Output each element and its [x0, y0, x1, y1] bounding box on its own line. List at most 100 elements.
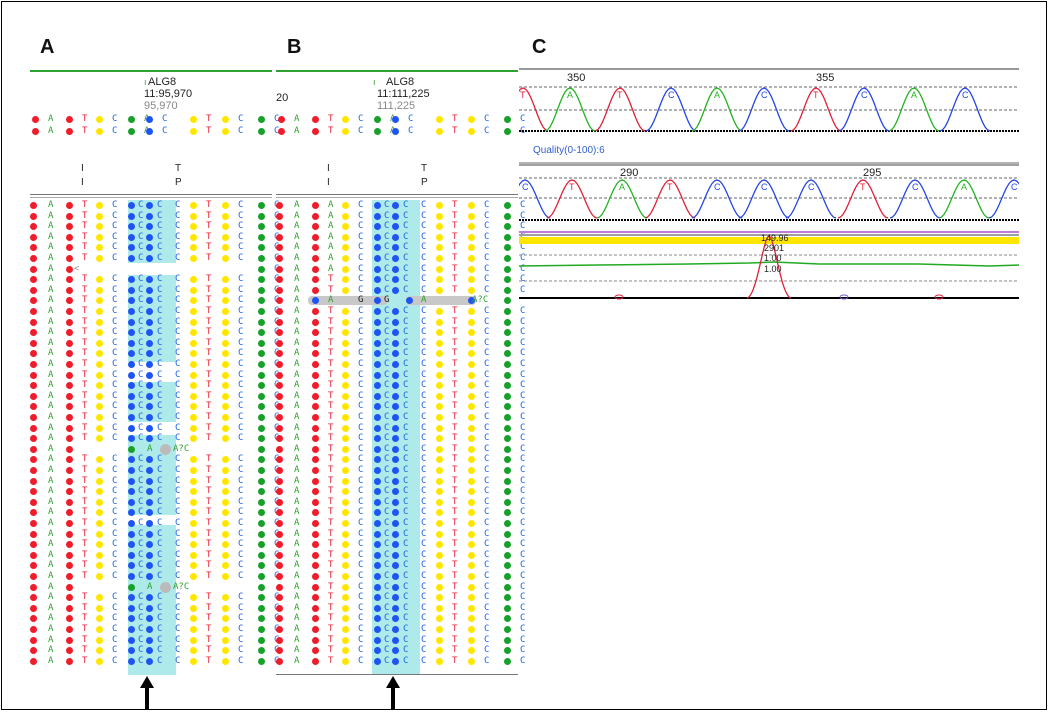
- genomic-position: 11:95,970: [144, 88, 193, 100]
- read-dot: [258, 594, 265, 602]
- read-base: C: [138, 200, 144, 210]
- read-dot: [222, 202, 229, 209]
- read-base: T: [82, 560, 88, 571]
- read-base: A: [294, 443, 300, 454]
- read-dot: [96, 467, 103, 474]
- read-base: T: [206, 507, 212, 518]
- read-base: A: [48, 602, 54, 613]
- read-base: C: [384, 422, 390, 433]
- read-dot: [128, 498, 135, 506]
- read-base: A: [294, 316, 300, 327]
- read-dot: [312, 477, 319, 485]
- read-dot: [436, 615, 443, 623]
- read-dot: [258, 467, 265, 474]
- read-dot: [30, 350, 37, 358]
- read-base: T: [206, 369, 212, 380]
- read-base: C: [138, 624, 144, 634]
- read-dot: [436, 202, 443, 209]
- read-dot: [312, 286, 319, 294]
- read-base: C: [238, 433, 244, 444]
- read-dot: [342, 435, 349, 443]
- read-dot: [30, 276, 37, 284]
- read-base: T: [82, 412, 88, 422]
- read-base: C: [157, 348, 163, 359]
- read-dot: [222, 615, 229, 623]
- read-base: C: [484, 359, 490, 369]
- read-base: T: [328, 443, 334, 454]
- read-dot: [190, 594, 197, 602]
- read-dot: [436, 488, 443, 496]
- read-base: C: [175, 284, 181, 295]
- read-base: C: [112, 496, 118, 507]
- read-base: C: [157, 645, 163, 656]
- read-dot: [146, 520, 153, 527]
- read-dot: [146, 562, 153, 570]
- read-base: C: [520, 560, 526, 571]
- read-base: A: [48, 443, 54, 454]
- read-base: C: [112, 592, 118, 603]
- read-dot: [392, 456, 399, 464]
- read-base: T: [206, 221, 212, 232]
- ref-base: A: [48, 114, 54, 124]
- read-base: T: [82, 486, 88, 497]
- read-dot: [276, 371, 283, 379]
- read-base: C: [238, 549, 244, 560]
- read-base: C: [157, 316, 163, 327]
- read-base: C: [520, 592, 526, 603]
- read-dot: [468, 626, 475, 633]
- read-dot: [276, 435, 283, 443]
- read-base: A: [48, 316, 54, 327]
- read-dot: [276, 350, 283, 358]
- ref-base: C: [162, 126, 168, 136]
- read-dot: [96, 403, 103, 411]
- read-dot: [128, 435, 135, 443]
- read-dot: [128, 308, 135, 315]
- read-base: C: [520, 443, 526, 454]
- read-base: C: [484, 475, 490, 486]
- read-base: C: [484, 242, 490, 253]
- read-base: C: [421, 443, 427, 454]
- read-base: T: [452, 443, 458, 454]
- panel-b-alignment[interactable]: 20 ı ALG8 11:111,225 111,225 ATCACTCCATC…: [276, 70, 525, 710]
- read-dot: [66, 477, 73, 485]
- read-dot: [504, 445, 511, 453]
- trace-peak: [738, 179, 790, 219]
- read-dot: [66, 435, 73, 443]
- read-base: C: [421, 253, 427, 263]
- read-base: C: [138, 528, 144, 539]
- read-dot: [504, 202, 511, 209]
- read-base: C: [421, 412, 427, 422]
- base-call: T: [813, 90, 819, 100]
- read-base: C: [358, 602, 364, 613]
- base-call: T: [617, 90, 623, 100]
- read-base: T: [328, 645, 334, 656]
- read-dot: [468, 244, 475, 252]
- read-dot: [342, 233, 349, 241]
- read-dot: [312, 244, 319, 252]
- read-base: C: [238, 465, 244, 475]
- read-base: C: [421, 274, 427, 285]
- ref-base: T: [82, 126, 88, 136]
- read-base: T: [206, 613, 212, 624]
- read-dot: [30, 212, 37, 220]
- read-dot: [276, 223, 283, 231]
- read-base: C: [403, 645, 409, 656]
- read-dot: [66, 551, 73, 559]
- read-base: A: [147, 581, 153, 592]
- read-base: C: [112, 454, 118, 465]
- read-base: T: [452, 210, 458, 221]
- read-dot: [258, 509, 265, 517]
- trace-peak: [596, 179, 648, 219]
- base-call: C: [668, 90, 675, 100]
- read-dot: [66, 233, 73, 241]
- read-base: C: [112, 613, 118, 624]
- read-dot: [30, 509, 37, 517]
- read-base: T: [328, 465, 334, 475]
- panel-a-alignment[interactable]: ı ALG8 11:95,970 95,970 ATCACTCCATCACTCC…: [30, 70, 279, 710]
- read-base: C: [403, 433, 409, 444]
- read-base: C: [112, 539, 118, 550]
- read-base: T: [82, 380, 88, 391]
- read-dot: [312, 339, 319, 347]
- read-dot: [222, 435, 229, 443]
